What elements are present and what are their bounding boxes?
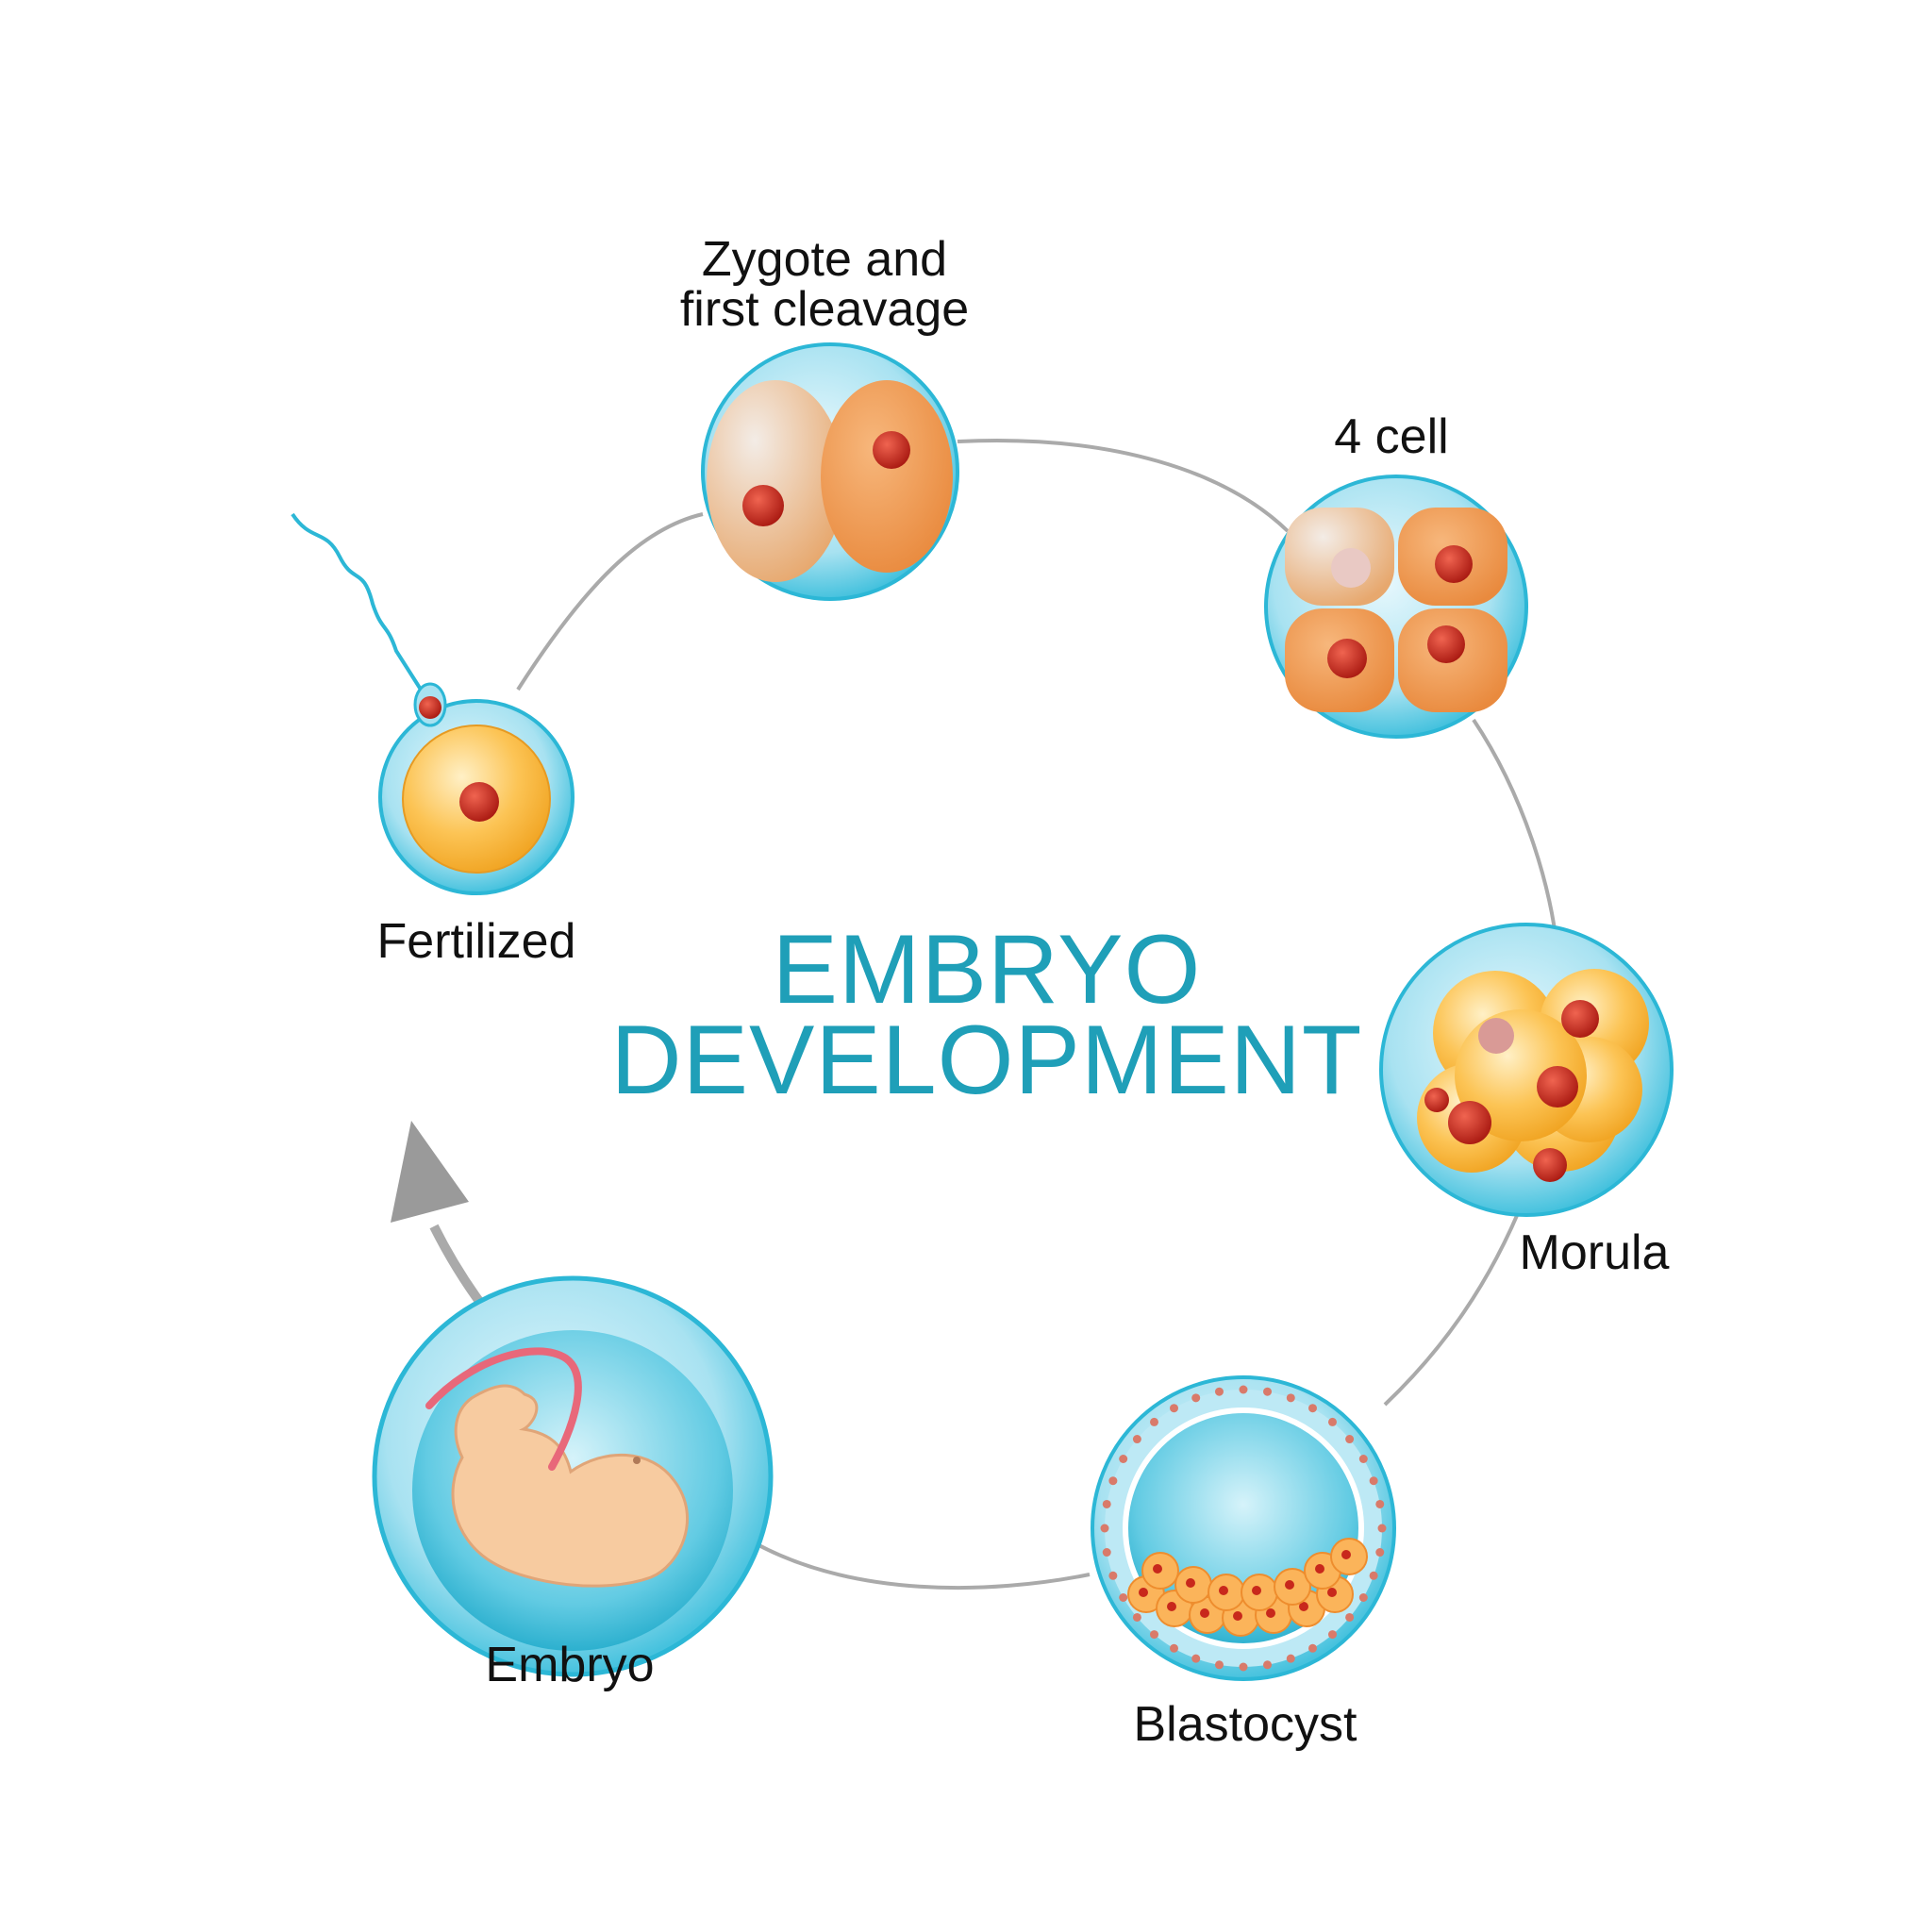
- trophoblast-dot: [1132, 1435, 1141, 1444]
- nucleus: [1537, 1066, 1578, 1108]
- trophoblast-dot: [1170, 1404, 1178, 1413]
- arrow-head-icon: [391, 1121, 469, 1223]
- nucleus: [459, 782, 499, 822]
- trophoblast-dot: [1369, 1476, 1378, 1486]
- sperm-tail: [291, 512, 431, 705]
- label-fertilized: Fertilized: [377, 914, 576, 969]
- trophoblast-dot: [1375, 1499, 1385, 1508]
- embryo-stage: [372, 1275, 774, 1677]
- nucleus: [1478, 1018, 1514, 1054]
- label-4-cell: 4 cell: [1334, 409, 1448, 464]
- nucleus: [1233, 1611, 1242, 1621]
- four-cell-stage: [1264, 475, 1528, 739]
- trophoblast-dot: [1375, 1548, 1385, 1557]
- nucleus: [1153, 1564, 1162, 1574]
- trophoblast-dot: [1286, 1654, 1295, 1663]
- nucleus: [1327, 1588, 1337, 1597]
- trophoblast-dot: [1214, 1660, 1224, 1670]
- trophoblast-dot: [1358, 1455, 1368, 1463]
- trophoblast-dot: [1214, 1387, 1224, 1396]
- nucleus: [1139, 1588, 1148, 1597]
- trophoblast-dot: [1108, 1476, 1118, 1486]
- label-zygote-line2: first cleavage: [680, 282, 969, 337]
- label-morula: Morula: [1520, 1225, 1670, 1280]
- nucleus: [1315, 1564, 1324, 1574]
- trophoblast-dot: [1263, 1660, 1273, 1670]
- diagram-title-line2: DEVELOPMENT: [611, 1006, 1363, 1115]
- nucleus: [1186, 1578, 1195, 1588]
- trophoblast-dot: [1150, 1417, 1159, 1426]
- nucleus: [1327, 639, 1367, 678]
- morula-stage: [1379, 923, 1674, 1217]
- trophoblast-dot: [1369, 1571, 1378, 1580]
- trophoblast-dot: [1100, 1524, 1109, 1533]
- trophoblast-dot: [1263, 1387, 1273, 1396]
- trophoblast-dot: [1345, 1435, 1355, 1444]
- trophoblast-dot: [1239, 1662, 1248, 1672]
- nucleus: [1167, 1602, 1176, 1611]
- nucleus: [1285, 1580, 1294, 1590]
- nucleus: [1561, 1000, 1599, 1038]
- trophoblast-dot: [1377, 1524, 1387, 1533]
- trophoblast-dot: [1239, 1385, 1248, 1394]
- trophoblast-dot: [1345, 1612, 1355, 1622]
- nucleus: [1424, 1088, 1449, 1112]
- nucleus: [1299, 1602, 1308, 1611]
- trophoblast-dot: [1108, 1571, 1118, 1580]
- nucleus: [1341, 1550, 1351, 1559]
- trophoblast-dot: [1308, 1643, 1317, 1653]
- trophoblast-dot: [1191, 1654, 1201, 1663]
- nucleus: [1435, 545, 1473, 583]
- nucleus: [1252, 1586, 1261, 1595]
- label-zygote-line1: Zygote and: [702, 232, 947, 287]
- trophoblast-dot: [1327, 1417, 1337, 1426]
- umbilical-cord: [425, 1347, 582, 1471]
- diagram-title-line1: EMBRYO: [773, 915, 1202, 1024]
- nucleus: [1427, 625, 1465, 663]
- label-embryo: Embryo: [485, 1638, 654, 1692]
- nucleus: [1200, 1608, 1209, 1618]
- trophoblast-dot: [1102, 1499, 1111, 1508]
- trophoblast-dot: [1327, 1630, 1337, 1640]
- trophoblast-dot: [1119, 1455, 1128, 1463]
- nucleus: [1331, 548, 1371, 588]
- blastocyst-stage: [1091, 1375, 1396, 1681]
- embryo-body: [451, 1384, 690, 1588]
- nucleus: [873, 431, 910, 469]
- trophoblast-dot: [1358, 1593, 1368, 1602]
- nucleus: [742, 485, 784, 526]
- fertilized-egg: [291, 512, 575, 895]
- trophoblast-dot: [1119, 1593, 1128, 1602]
- cycle-path: [516, 439, 1558, 1591]
- trophoblast-dot: [1286, 1393, 1295, 1403]
- trophoblast-dot: [1170, 1643, 1178, 1653]
- trophoblast-dot: [1102, 1548, 1111, 1557]
- trophoblast-dot: [1308, 1404, 1317, 1413]
- trophoblast-dot: [1150, 1630, 1159, 1640]
- nucleus: [1448, 1101, 1491, 1144]
- zygote-cell: [701, 342, 959, 601]
- nucleus: [1533, 1148, 1567, 1182]
- nucleus: [1266, 1608, 1275, 1618]
- nucleus: [1219, 1586, 1228, 1595]
- trophoblast-dot: [1132, 1612, 1141, 1622]
- trophoblast-dot: [1191, 1393, 1201, 1403]
- label-blastocyst: Blastocyst: [1134, 1697, 1358, 1752]
